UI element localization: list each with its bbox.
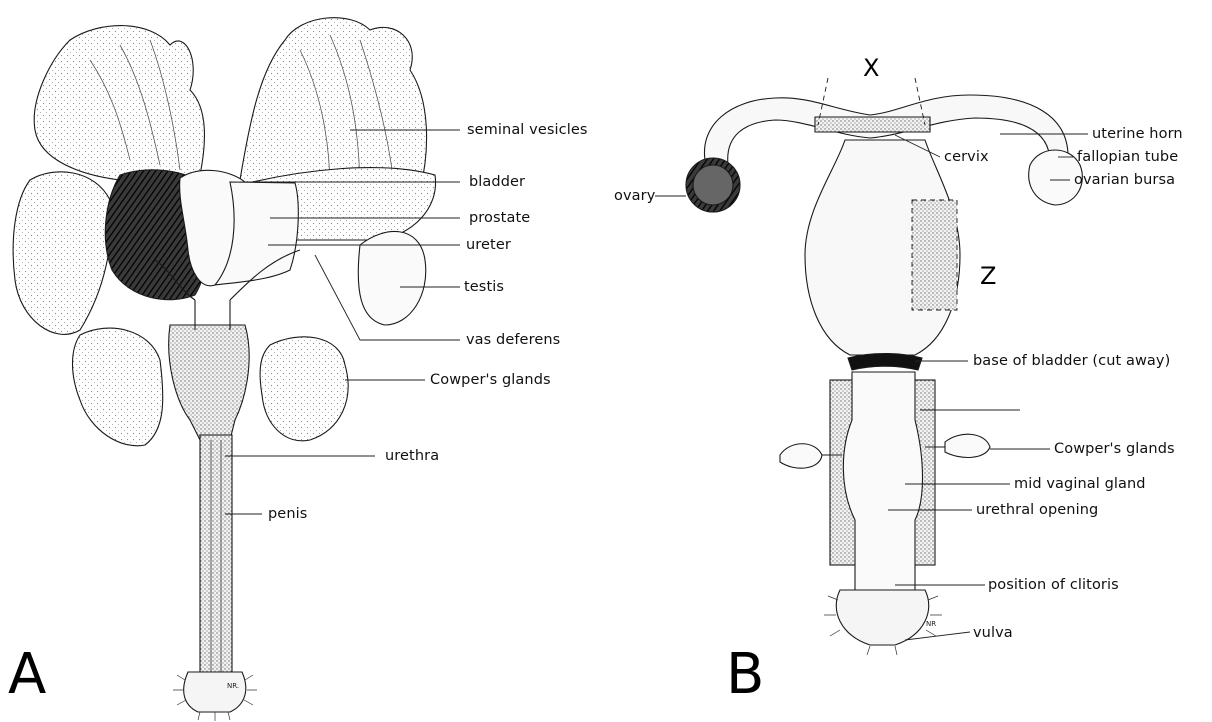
label-ovary: ovary [614, 188, 655, 204]
label-ureter: ureter [466, 237, 511, 253]
cowper-gland-right [260, 337, 348, 441]
label-cervix: cervix [944, 149, 989, 165]
cowper-gland-b-left [780, 444, 822, 468]
label-base-of-bladder: base of bladder (cut away) [973, 353, 1170, 369]
region-z-label: Z [980, 262, 996, 290]
label-seminal-vesicles: seminal vesicles [467, 122, 588, 138]
region-x-label: X [863, 54, 879, 82]
label-prostate: prostate [469, 210, 530, 226]
label-vulva: vulva [973, 625, 1013, 641]
label-ovarian-bursa: ovarian bursa [1074, 172, 1175, 188]
label-vas-deferens: vas deferens [466, 332, 560, 348]
bladder-base [848, 354, 922, 371]
label-uterine-horn: uterine horn [1092, 126, 1183, 142]
label-urethra: urethra [385, 448, 439, 464]
urethral-bulb [169, 325, 249, 440]
label-cowpers-glands-b: Cowper's glands [1054, 441, 1175, 457]
cowper-gland-b-right [945, 434, 990, 457]
vaginal-tube [843, 372, 922, 590]
cowper-gland-left [73, 328, 163, 446]
penis-tip [184, 672, 246, 712]
testis [358, 231, 426, 325]
label-position-of-clitoris: position of clitoris [988, 577, 1119, 593]
panel-a-drawing [13, 18, 460, 721]
vulva [836, 590, 929, 645]
label-fallopian-tube: fallopian tube [1077, 149, 1178, 165]
panel-letter-b: B [726, 642, 764, 707]
signature-a: NR. [227, 682, 239, 690]
label-bladder: bladder [469, 174, 525, 190]
label-mid-vaginal-gland: mid vaginal gland [1014, 476, 1146, 492]
label-testis: testis [464, 279, 504, 295]
signature-b: NR [926, 620, 936, 628]
label-penis: penis [268, 506, 307, 522]
panel-letter-a: A [8, 642, 46, 707]
label-urethral-opening: urethral opening [976, 502, 1098, 518]
left-seminal-vesicle [34, 26, 204, 180]
penis-shaft [200, 435, 232, 675]
label-cowpers-glands-a: Cowper's glands [430, 372, 551, 388]
